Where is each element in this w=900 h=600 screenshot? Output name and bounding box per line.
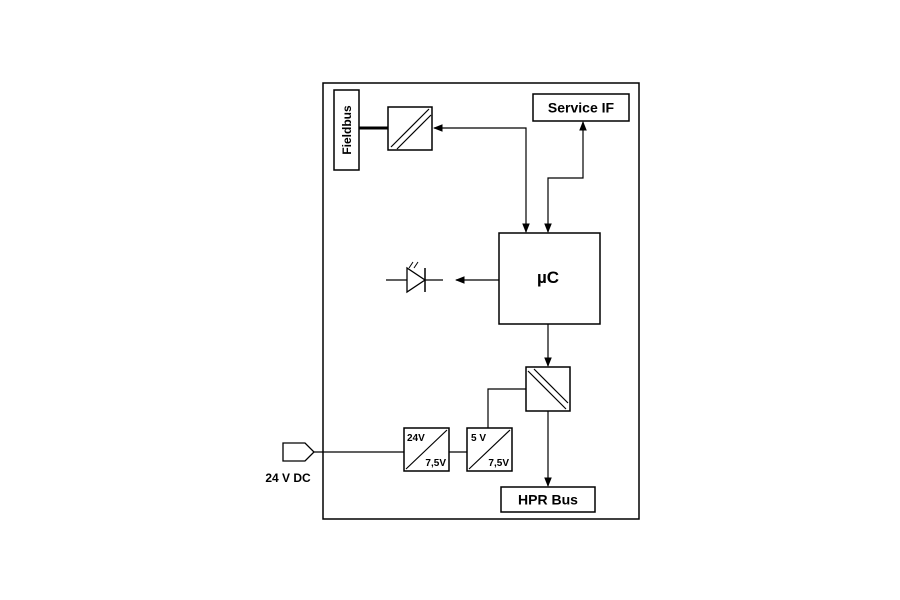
fieldbus-label: Fieldbus bbox=[340, 105, 354, 155]
hpr-bus-box: HPR Bus bbox=[500, 486, 596, 513]
converter-5v: 5 V 7,5V bbox=[466, 427, 513, 472]
converter-5v-output-label: 7,5V bbox=[488, 458, 509, 469]
fieldbus-box: Fieldbus bbox=[333, 89, 360, 171]
converter-24v: 24V 7,5V bbox=[403, 427, 450, 472]
uc-service-link bbox=[544, 121, 587, 233]
led-icon bbox=[386, 261, 443, 294]
hpr-transceiver bbox=[525, 366, 571, 412]
power-connector-icon bbox=[282, 442, 315, 462]
converter-24v-input-label: 24V bbox=[407, 433, 425, 444]
converter-24v-output-label: 7,5V bbox=[425, 458, 446, 469]
service-if-label: Service IF bbox=[548, 100, 615, 116]
service-if-box: Service IF bbox=[532, 93, 630, 122]
microcontroller-box: µC bbox=[498, 232, 601, 325]
power-5v-link bbox=[487, 388, 526, 428]
fieldbus-transceiver bbox=[387, 106, 433, 151]
device-enclosure bbox=[322, 82, 640, 520]
microcontroller-label: µC bbox=[537, 268, 559, 287]
hpr-bus-label: HPR Bus bbox=[518, 492, 578, 508]
converter-5v-input-label: 5 V bbox=[471, 433, 486, 444]
power-input-label: 24 V DC bbox=[265, 471, 311, 485]
transceiver-uc-link bbox=[433, 124, 530, 233]
